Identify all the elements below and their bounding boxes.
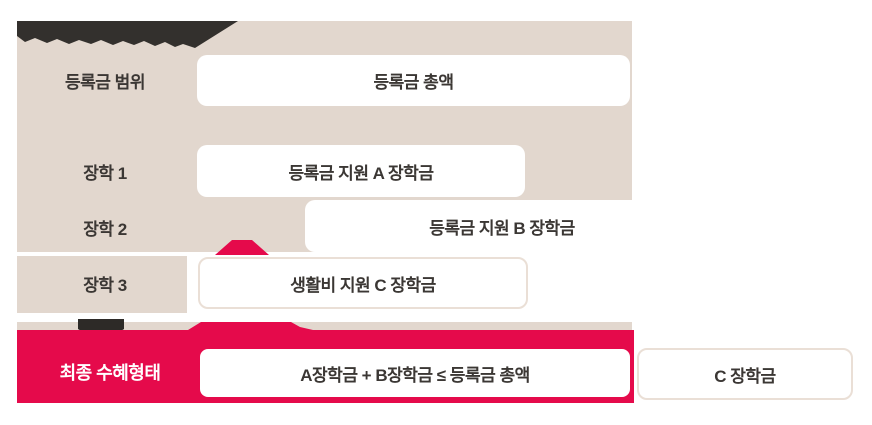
box-scholarship-c-final: C 장학금: [637, 348, 853, 400]
box-tuition-total: 등록금 총액: [197, 55, 630, 106]
box-scholarship-b: 등록금 지원 B 장학금: [305, 200, 699, 252]
box-scholarship-a: 등록금 지원 A 장학금: [197, 145, 525, 197]
row-label-scholarship-1: 장학 1: [83, 163, 127, 183]
torn-paper-edge-icon: [17, 21, 238, 48]
row-label-scholarship-2: 장학 2: [83, 219, 127, 239]
scholarship-3-panel: [17, 256, 187, 313]
row-label-scholarship-3: 장학 3: [83, 275, 127, 295]
final-benefit-label: 최종 수혜형태: [59, 363, 161, 383]
formula-box: A장학금 + B장학금 ≤ 등록금 총액: [200, 349, 630, 397]
beige-strip: [17, 322, 632, 330]
red-tab-icon: [188, 322, 313, 330]
up-arrow-marker-icon: [215, 240, 269, 255]
box-scholarship-c: 생활비 지원 C 장학금: [198, 257, 528, 309]
row-label-tuition-range: 등록금 범위: [65, 72, 145, 92]
